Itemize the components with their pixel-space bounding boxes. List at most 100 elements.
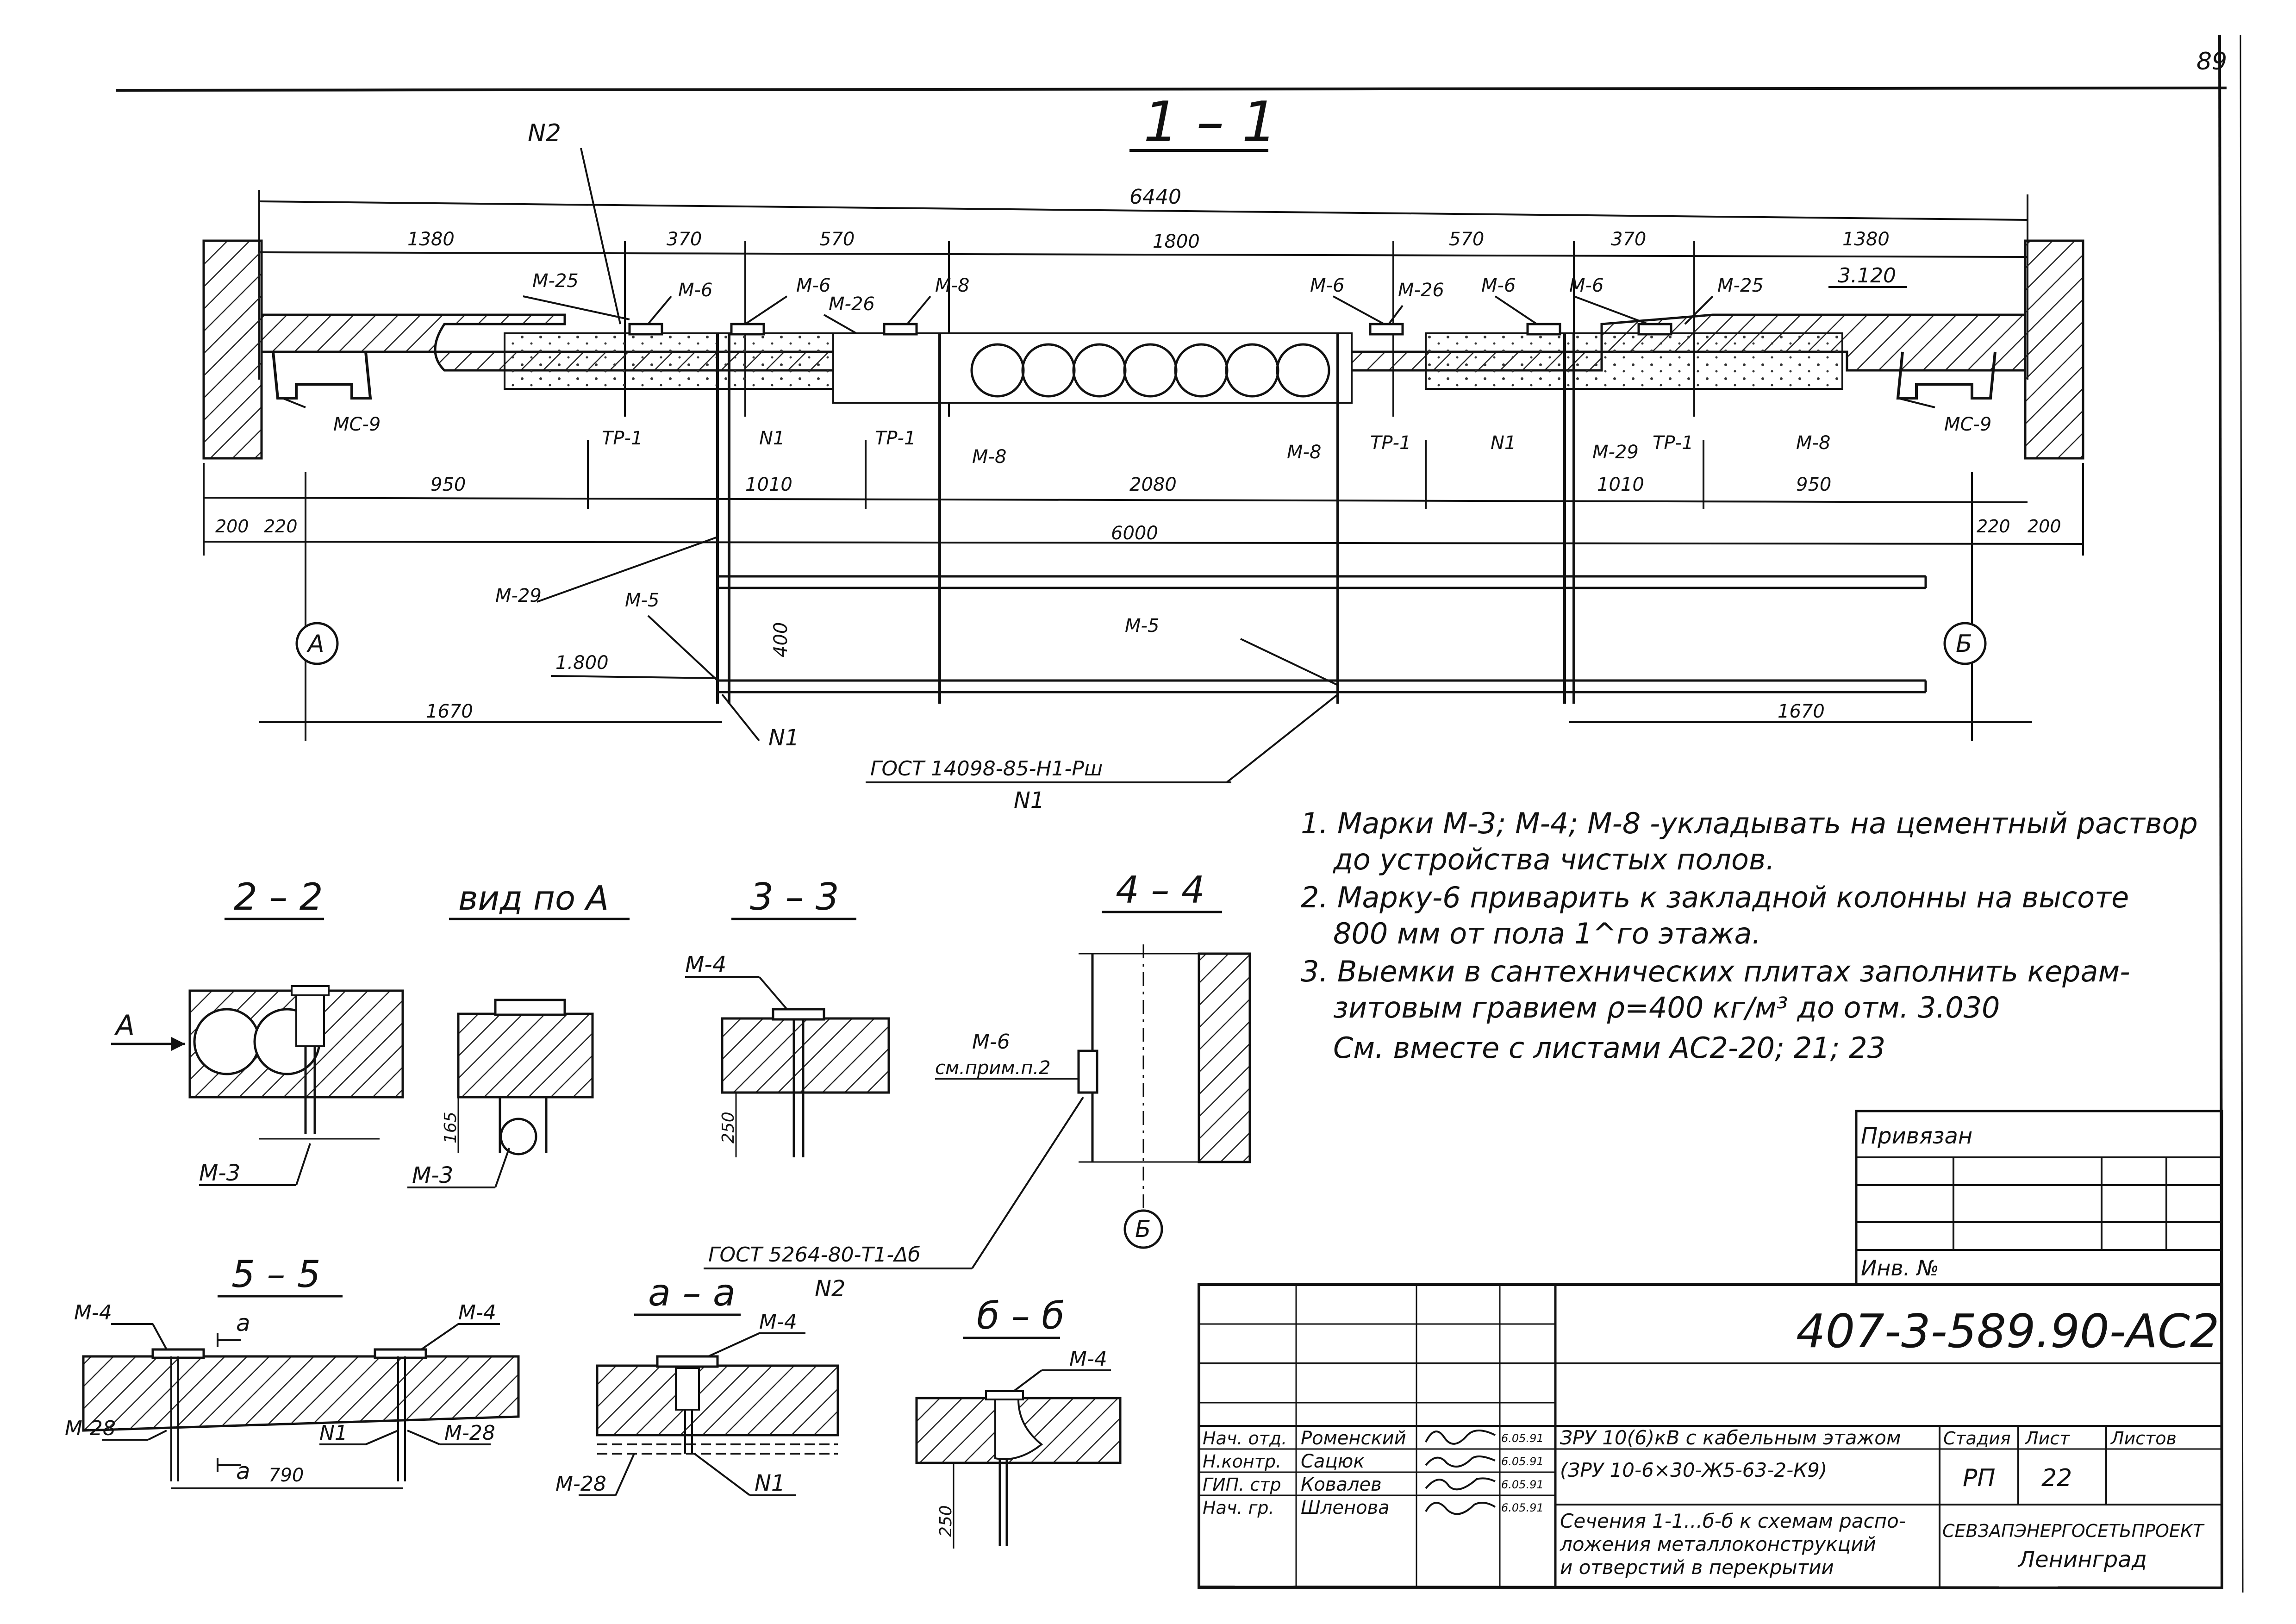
note-line-7: См. вместе с листами АС2-20; 21; 23 (1333, 1031, 1886, 1065)
dim-370-right: 370 (1611, 229, 1646, 250)
section-1-1-title: 1 – 1 (1143, 90, 1277, 155)
section-4-4-title: 4 – 4 (1116, 868, 1205, 912)
mark-M29-2: М-29 (495, 585, 542, 606)
axis-B-label: Б (1956, 630, 1972, 658)
dim-250-66: 250 (936, 1505, 955, 1537)
stamp-title-1: ЗРУ 10(6)кВ с кабельным этажом (1560, 1426, 1901, 1449)
note-line-4: 800 мм от пола 1^го этажа. (1333, 917, 1761, 950)
stamp-sheet: 22 (2041, 1464, 2072, 1492)
section-3-3-title: 3 – 3 (750, 875, 839, 918)
mark-TP1-1: ТР-1 (602, 428, 643, 449)
dim-370-left: 370 (667, 229, 702, 250)
gost-5264: ГОСТ 5264-80-Т1-Δб (708, 1243, 920, 1267)
signature-3 (1425, 1477, 1496, 1491)
rail-m5 (718, 575, 1927, 693)
mark-M6-1: М-6 (678, 280, 712, 301)
dim-1380-left: 1380 (407, 229, 455, 250)
note-line-1: 1. Марки М-3; М-4; М-8 -укладывать на це… (1301, 806, 2198, 840)
dim-1800: 1800 (1153, 231, 1200, 252)
role-3: ГИП. стр (1203, 1474, 1281, 1495)
section-a-a: а – а М-4 М-28 N1 (555, 1271, 839, 1496)
section-4-4: 4 – 4 Б М-6 см.прим.п.2 ГОСТ 5264-80-Т1-… (704, 868, 1251, 1302)
mark-M3-2: М-3 (412, 1162, 453, 1188)
axis-A-label: А (306, 630, 324, 658)
stamp-sheets-label: Листов (2110, 1428, 2177, 1449)
mark-M6-2: М-6 (796, 275, 830, 296)
dim-220-left: 220 (264, 516, 298, 537)
stamp-sheet-label: Лист (2024, 1428, 2071, 1449)
axis-A-bubble (295, 622, 339, 665)
mark-TP1-4: ТР-1 (1653, 432, 1693, 454)
dim-200-left: 200 (215, 516, 249, 537)
mark-M6-note: см.прим.п.2 (935, 1057, 1051, 1079)
mark-N1-1: N1 (759, 428, 785, 449)
stamp-org: СЕВЗАПЭНЕРГОСЕТЬПРОЕКТ (1942, 1521, 2205, 1541)
note-line-3: 2. Марку-6 приварить к закладной колонны… (1301, 881, 2129, 914)
dim-220-right: 220 (1977, 516, 2010, 537)
dim-1010-left: 1010 (745, 474, 792, 495)
name-2: Сацюк (1301, 1451, 1365, 1472)
note-line-5: 3. Выемки в сантехнических плитах заполн… (1301, 955, 2130, 988)
mark-TP1-2: ТР-1 (875, 428, 916, 449)
mark-M25-right: М-25 (1717, 275, 1764, 296)
mark-M6-5: М-6 (1569, 275, 1603, 296)
date-2: 6.05.91 (1501, 1455, 1544, 1468)
stamp-stage: РП (1963, 1464, 1995, 1492)
section-2-2: 2 – 2 А М-3 (111, 875, 404, 1186)
signature-4 (1425, 1502, 1496, 1515)
mark-M25-left: М-25 (532, 270, 579, 292)
section-1-1: 1 – 1 6440 1380 370 (202, 90, 2084, 813)
stamp-inv: Инв. № (1861, 1255, 1939, 1280)
section-3-3: 3 – 3 250 М-4 (685, 875, 890, 1157)
dim-1010-right: 1010 (1597, 474, 1644, 495)
stamp-privyazan: Привязан (1861, 1123, 1972, 1149)
wall-right (2024, 239, 2084, 460)
support-rods (716, 333, 1575, 704)
axis-B-bubble (1943, 622, 1987, 665)
mark-N1-55: N1 (319, 1421, 348, 1445)
mark-N2-top: N2 (528, 119, 561, 147)
name-1: Роменский (1301, 1428, 1406, 1449)
signature-1 (1425, 1430, 1496, 1445)
mark-M28-aa: М-28 (555, 1472, 606, 1496)
mark-M4-aa: М-4 (759, 1310, 797, 1334)
section-5-5-title: 5 – 5 (231, 1253, 321, 1296)
mark-M28-55-left: М-28 (65, 1417, 116, 1440)
dim-1670-left: 1670 (426, 701, 473, 722)
gost-5264-N2: N2 (815, 1276, 845, 1302)
mark-M6-3: М-6 (1310, 275, 1344, 296)
mark-N1-3: N1 (768, 725, 799, 751)
mark-TP1-3: ТР-1 (1370, 432, 1411, 454)
mark-N1-aa: N1 (755, 1470, 785, 1496)
view-A: вид по А 165 М-3 (407, 879, 630, 1188)
dim-1380-right: 1380 (1842, 229, 1890, 250)
mark-M6-4: М-6 (1481, 275, 1516, 296)
mark-M5-2: М-5 (1125, 615, 1159, 637)
dim-950-left: 950 (430, 474, 466, 495)
note-line-2: до устройства чистых полов. (1333, 843, 1775, 876)
role-1: Нач. отд. (1203, 1428, 1287, 1449)
page-number: 89 (2196, 48, 2227, 75)
mark-M6-44: М-6 (972, 1030, 1010, 1054)
mark-M26-right: М-26 (1398, 280, 1444, 301)
date-4: 6.05.91 (1501, 1501, 1544, 1514)
dim-250-33: 250 (719, 1112, 738, 1143)
level-3120: 3.120 (1838, 264, 1896, 287)
axis-B-44: Б (1135, 1216, 1151, 1243)
section-b-b-title: б – б (977, 1294, 1065, 1337)
dim-6000: 6000 (1111, 523, 1158, 544)
signature-2 (1425, 1455, 1496, 1468)
name-4: Шленова (1301, 1497, 1390, 1518)
mark-M8-3: М-8 (1287, 442, 1321, 463)
mark-M4-55-left: М-4 (74, 1301, 112, 1324)
dim-790: 790 (268, 1465, 304, 1486)
role-2: Н.контр. (1203, 1451, 1281, 1472)
wall-left (202, 239, 263, 460)
mark-a-55-top: а (236, 1310, 250, 1337)
section-a-a-title: а – а (648, 1271, 736, 1314)
stamp-city: Ленинград (2017, 1547, 2147, 1573)
mark-M28-55-right: М-28 (444, 1421, 495, 1445)
mark-M5-1: М-5 (625, 590, 659, 611)
stamp-title-3a: Сечения 1-1...б-б к схемам распо- (1560, 1510, 1906, 1532)
section-b-b: б – б 250 М-4 (915, 1294, 1122, 1549)
